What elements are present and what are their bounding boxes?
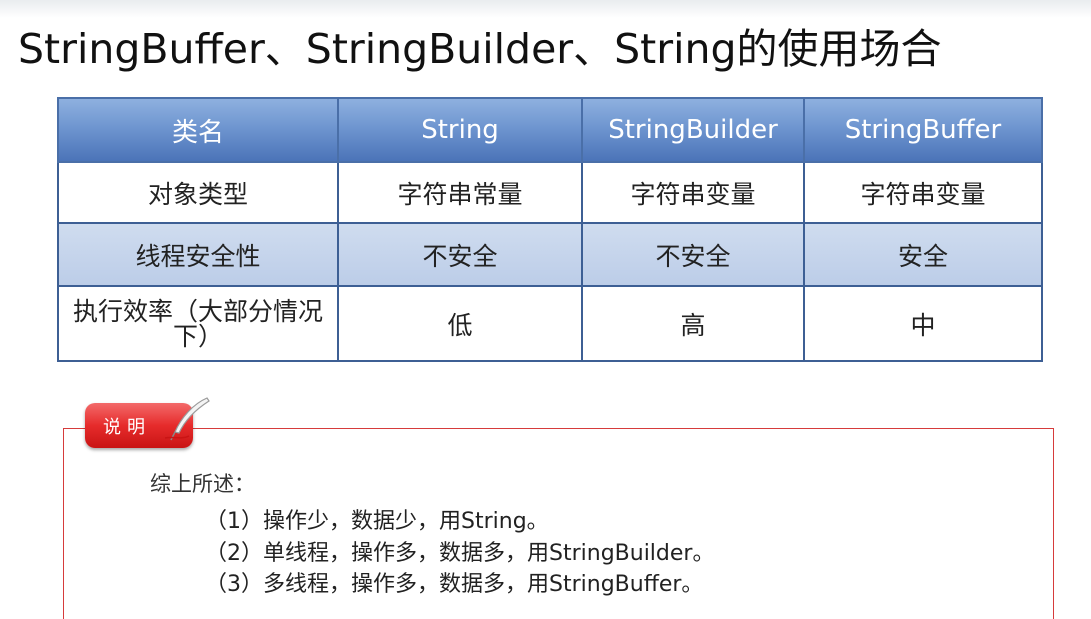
table-cell: 低 xyxy=(337,285,583,362)
header-cell-classname: 类名 xyxy=(57,97,339,163)
note-tab-label: 说明 xyxy=(103,417,151,438)
table-row: 线程安全性 不安全 不安全 安全 xyxy=(57,222,1043,287)
note-box xyxy=(63,428,1054,619)
header-cell-stringbuffer: StringBuffer xyxy=(803,97,1043,163)
table-cell: 字符串常量 xyxy=(337,161,583,224)
quill-pen-icon xyxy=(164,397,210,441)
comparison-table: 类名 String StringBuilder StringBuffer 对象类… xyxy=(57,97,1043,362)
note-line-3: （3）多线程，操作多，数据多，用StringBuffer。 xyxy=(205,572,704,597)
row-label: 线程安全性 xyxy=(57,222,339,287)
table-row: 对象类型 字符串常量 字符串变量 字符串变量 xyxy=(57,161,1043,224)
note-line-2: （2）单线程，操作多，数据多，用StringBuilder。 xyxy=(205,541,715,566)
note-tab: 说明 xyxy=(85,403,193,448)
note-line-1: （1）操作少，数据少，用String。 xyxy=(205,509,549,534)
row-label: 对象类型 xyxy=(57,161,339,224)
row-label: 执行效率（大部分情况下） xyxy=(57,285,339,362)
slide-title: StringBuffer、StringBuilder、String的使用场合 xyxy=(18,25,942,73)
table-cell: 高 xyxy=(581,285,805,362)
note-summary: 综上所述： xyxy=(150,472,255,496)
table-cell: 字符串变量 xyxy=(581,161,805,224)
header-cell-stringbuilder: StringBuilder xyxy=(581,97,805,163)
table-row: 执行效率（大部分情况下） 低 高 中 xyxy=(57,285,1043,362)
table-cell: 安全 xyxy=(803,222,1043,287)
table-cell: 字符串变量 xyxy=(803,161,1043,224)
table-cell: 不安全 xyxy=(581,222,805,287)
top-band xyxy=(0,0,1091,18)
table-header-row: 类名 String StringBuilder StringBuffer xyxy=(57,97,1043,163)
table-cell: 不安全 xyxy=(337,222,583,287)
table-cell: 中 xyxy=(803,285,1043,362)
header-cell-string: String xyxy=(337,97,583,163)
